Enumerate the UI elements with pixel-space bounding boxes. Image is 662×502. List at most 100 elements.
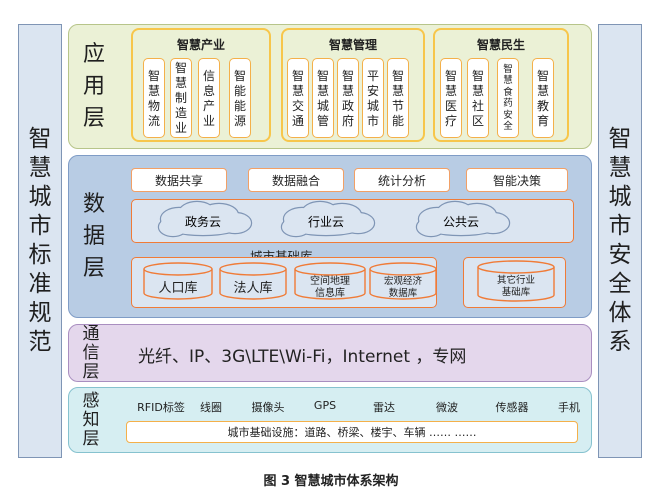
security-panel-label: 智慧城市安全体系 bbox=[609, 125, 632, 357]
application-item-char: 教 bbox=[536, 98, 549, 113]
application-item-char: 能 bbox=[233, 98, 246, 113]
application-item-char: 业 bbox=[202, 113, 215, 128]
sensing-device: 手机 bbox=[558, 401, 580, 414]
sensing-layer-label: 感知层 bbox=[74, 389, 108, 451]
standards-panel-label: 智慧城市标准规范 bbox=[29, 125, 52, 357]
group-title: 智慧管理 bbox=[328, 38, 377, 52]
application-item-char: 安 bbox=[366, 83, 379, 98]
db-macro-body bbox=[369, 269, 437, 300]
db-legal-body bbox=[219, 269, 287, 300]
layer-label-char: 层 bbox=[82, 105, 105, 131]
db-geo-top bbox=[294, 262, 366, 276]
application-item-char: 产 bbox=[202, 98, 215, 113]
application-item-char: 慧 bbox=[471, 83, 484, 98]
application-item-char: 造 bbox=[174, 106, 187, 120]
cloud-industry: 行业云 bbox=[308, 215, 344, 229]
sensing-device: 雷达 bbox=[373, 401, 395, 414]
standards-char: 市 bbox=[28, 213, 52, 239]
application-item-char: 疗 bbox=[444, 113, 457, 128]
application-item-char: 节 bbox=[391, 98, 404, 113]
layer-label-char: 知 bbox=[82, 409, 100, 430]
application-item: 智慧教育 bbox=[532, 58, 554, 138]
application-item-char: 慧 bbox=[444, 83, 457, 98]
application-item-char: 能 bbox=[233, 83, 246, 98]
application-item: 智慧医疗 bbox=[440, 58, 462, 138]
db-macro-top bbox=[369, 262, 437, 276]
standards-char: 智 bbox=[28, 126, 52, 152]
standards-char: 慧 bbox=[28, 155, 52, 181]
application-item-char: 慧 bbox=[291, 83, 304, 98]
function-statistics: 统计分析 bbox=[354, 168, 450, 192]
db-geo-label: 空间地理信息库 bbox=[310, 276, 350, 299]
db-other-label: 其它行业基础库 bbox=[496, 275, 535, 298]
application-item-char: 平 bbox=[366, 68, 379, 83]
db-legal-top bbox=[219, 262, 287, 276]
application-item-char: 智 bbox=[503, 63, 513, 75]
application-item-char: 慧 bbox=[174, 76, 187, 90]
application-item-char: 全 bbox=[503, 121, 513, 132]
layer-label-char: 信 bbox=[82, 342, 100, 363]
db-geo-body bbox=[294, 269, 366, 300]
application-item-char: 智 bbox=[147, 68, 160, 83]
db-other-top bbox=[477, 260, 555, 274]
layer-label-char: 通 bbox=[82, 323, 100, 344]
security-char: 慧 bbox=[608, 155, 632, 181]
application-item-char: 慧 bbox=[341, 83, 354, 98]
db-population-body bbox=[143, 269, 213, 300]
security-char: 智 bbox=[608, 126, 632, 152]
layer-label-char: 数 bbox=[82, 191, 105, 217]
sensing-device: RFID标签 bbox=[137, 401, 185, 414]
application-item: 智慧社区 bbox=[467, 58, 489, 138]
infrastructure-box: 城市基础设施：道路、桥梁、楼宇、车辆 …… …… bbox=[126, 421, 578, 443]
application-item-char: 慧 bbox=[147, 83, 160, 98]
application-item: 智慧政府 bbox=[337, 58, 359, 138]
standards-char: 城 bbox=[28, 184, 52, 210]
application-item-char: 食 bbox=[503, 86, 513, 98]
standards-char: 规 bbox=[28, 300, 52, 326]
layer-label-char: 层 bbox=[82, 361, 100, 382]
clouds: 政务云 行业云 公共云 bbox=[157, 200, 511, 238]
application-item-char: 慧 bbox=[316, 83, 329, 98]
application-item: 智慧城管 bbox=[312, 58, 334, 138]
layer-label-char: 层 bbox=[82, 428, 100, 449]
application-item: 智能能源 bbox=[229, 58, 251, 138]
sensing-device: 线圈 bbox=[200, 401, 222, 414]
sensing-device: 传感器 bbox=[495, 401, 529, 414]
sensing-layer bbox=[68, 387, 592, 453]
db-population-label: 人口库 bbox=[158, 280, 198, 296]
application-item-char: 智 bbox=[291, 68, 304, 83]
security-char: 全 bbox=[608, 271, 632, 297]
application-item-char: 能 bbox=[391, 113, 404, 128]
application-item-char: 府 bbox=[341, 113, 354, 128]
group-title: 智慧民生 bbox=[476, 38, 525, 52]
application-item-char: 智 bbox=[233, 68, 246, 83]
application-item-char: 智 bbox=[174, 61, 187, 75]
security-char: 城 bbox=[608, 184, 632, 210]
application-item-char: 政 bbox=[341, 98, 354, 113]
application-item-char: 医 bbox=[444, 98, 457, 113]
application-item-char: 慧 bbox=[536, 83, 549, 98]
layer-label-char: 感 bbox=[82, 390, 100, 411]
application-item-char: 制 bbox=[174, 91, 187, 105]
infrastructure-text: 城市基础设施：道路、桥梁、楼宇、车辆 …… …… bbox=[227, 426, 477, 439]
application-item: 智慧节能 bbox=[387, 58, 409, 138]
db-legal-label: 法人库 bbox=[233, 280, 273, 296]
security-char: 体 bbox=[608, 300, 632, 326]
db-other-body bbox=[477, 267, 555, 302]
group-title: 智慧产业 bbox=[176, 38, 225, 52]
application-item-char: 市 bbox=[366, 113, 379, 128]
layer-label-char: 层 bbox=[82, 255, 105, 281]
application-item-char: 慧 bbox=[503, 75, 513, 86]
application-item-char: 育 bbox=[536, 113, 549, 128]
db-population-top bbox=[143, 262, 213, 276]
data-layer-label: 数据层 bbox=[72, 155, 116, 318]
standards-char: 范 bbox=[28, 329, 52, 355]
security-panel: 智慧城市安全体系 bbox=[598, 24, 642, 458]
application-item-char: 通 bbox=[291, 113, 304, 128]
application-item-char: 智 bbox=[316, 68, 329, 83]
security-char: 市 bbox=[608, 213, 632, 239]
application-item-char: 交 bbox=[291, 98, 304, 113]
application-layer-label: 应用层 bbox=[72, 24, 116, 149]
application-item-char: 城 bbox=[316, 98, 329, 113]
application-item: 智慧交通 bbox=[287, 58, 309, 138]
